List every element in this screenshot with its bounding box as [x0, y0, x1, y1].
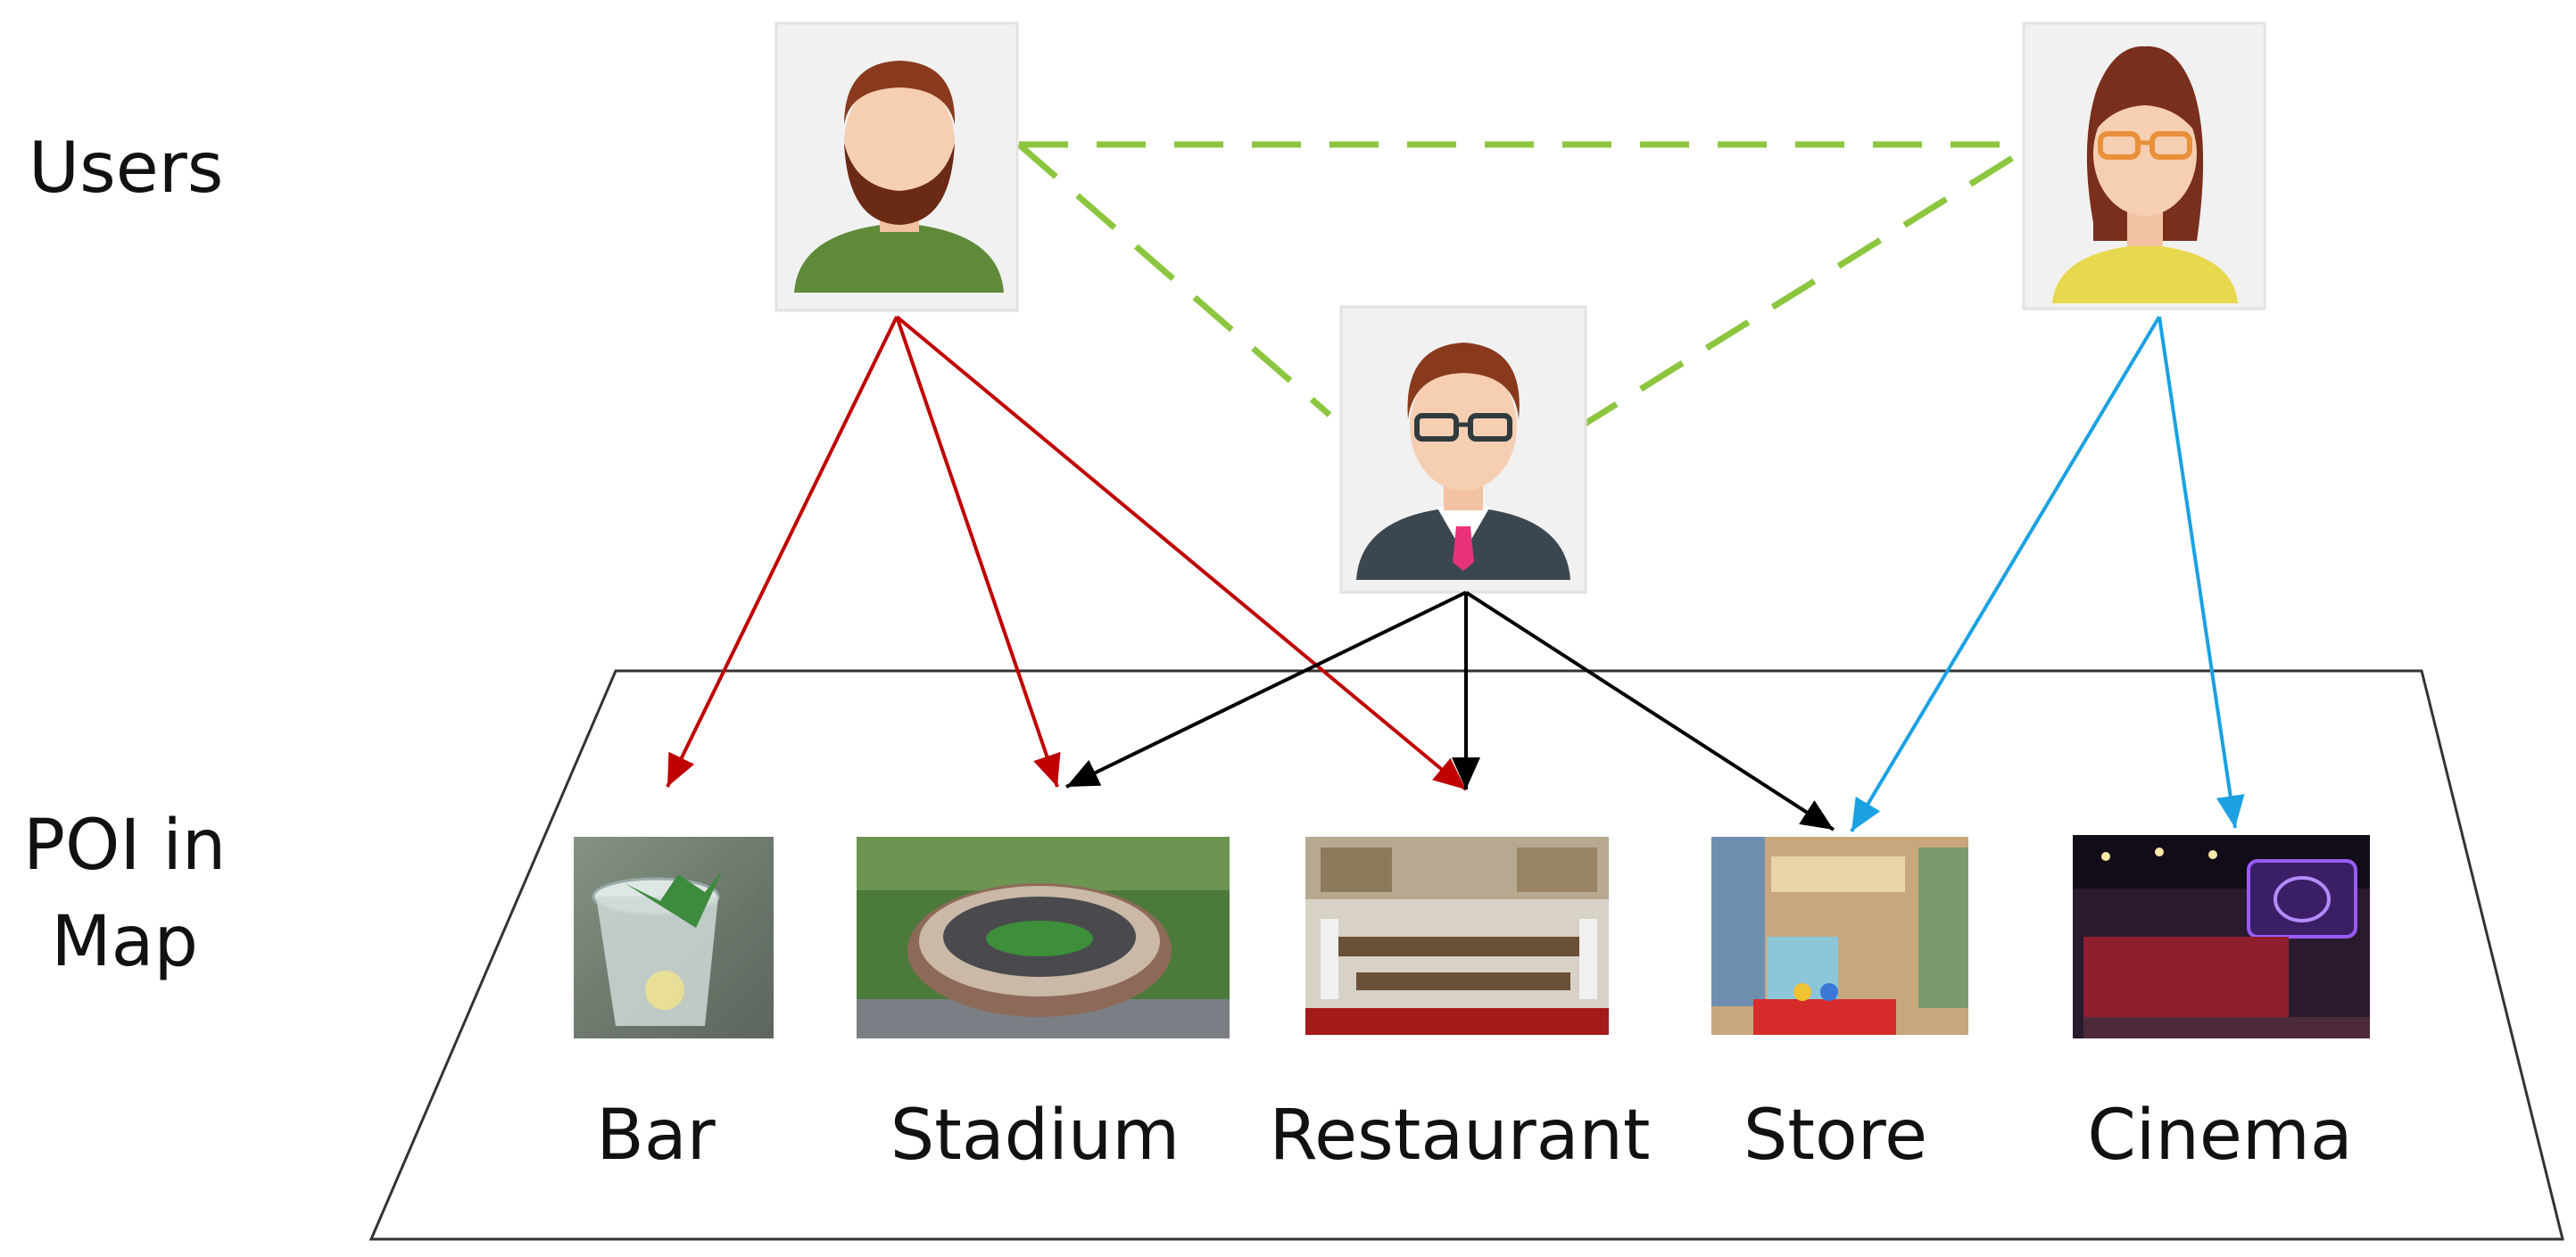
- poi-label-cinema: Cinema: [2087, 1096, 2353, 1176]
- arrow-user1-restaurant: [895, 315, 1468, 791]
- arrow-user2-stadium: [1065, 591, 1467, 789]
- social-link-user2-user3: [1573, 147, 2027, 433]
- social-link-user1-user2: [1016, 142, 1332, 418]
- arrow-user3-store: [1850, 315, 2161, 833]
- user1-visit-arrows: [666, 315, 1468, 791]
- user3-visit-arrows: [1850, 315, 2245, 833]
- poi-label-store: Store: [1743, 1096, 1928, 1176]
- poi-label-restaurant: Restaurant: [1269, 1096, 1651, 1176]
- poi-label-stadium: Stadium: [890, 1096, 1180, 1176]
- arrow-user3-cinema: [2158, 316, 2245, 829]
- user2-avatar: [1339, 305, 1587, 594]
- poi-row-label-line2: Map: [51, 901, 198, 982]
- user1-avatar: [774, 21, 1019, 312]
- stadium-image: [857, 837, 1230, 1038]
- arrow-user2-store: [1464, 591, 1835, 831]
- cinema-image: [2073, 835, 2370, 1038]
- user2-visit-arrows: [1065, 591, 1835, 831]
- poi-images: [574, 835, 2370, 1038]
- poi-label-bar: Bar: [596, 1096, 716, 1176]
- poi-row-label-line1: POI in: [23, 806, 227, 886]
- store-image: [1711, 837, 1968, 1035]
- arrow-user1-stadium: [895, 316, 1061, 788]
- users-row-label: Users: [29, 128, 224, 209]
- poi-row-label: POI in Map: [23, 798, 226, 990]
- restaurant-image: [1305, 837, 1609, 1035]
- user3-avatar: [2022, 21, 2266, 310]
- social-links: [1016, 141, 2027, 433]
- arrow-user1-bar: [666, 316, 899, 788]
- bar-image: [574, 837, 774, 1038]
